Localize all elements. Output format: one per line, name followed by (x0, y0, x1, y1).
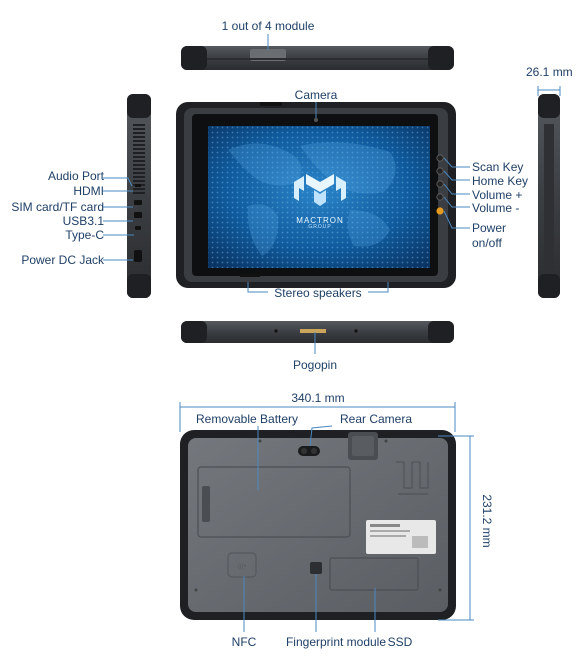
pogopin-contacts (300, 329, 326, 333)
label-removable-battery: Removable Battery (196, 412, 299, 426)
svg-text:(((•: (((• (238, 564, 246, 570)
label-scan-key: Scan Key (472, 160, 524, 174)
power-button (436, 207, 444, 215)
label-rear-camera: Rear Camera (340, 412, 413, 426)
label-sim-card: SIM card/TF card (11, 200, 104, 214)
label-audio-port: Audio Port (47, 169, 104, 183)
scan-key-button (436, 154, 444, 162)
label-camera: Camera (294, 88, 338, 102)
label-depth: 26.1 mm (526, 65, 573, 79)
logo-brand: MACTRON (296, 216, 344, 225)
label-type-c: Type-C (65, 228, 104, 242)
label-power: Power (472, 221, 507, 235)
label-top-module: 1 out of 4 module (221, 19, 315, 33)
battery-outline (197, 466, 351, 538)
logo-sub: GROUP (308, 224, 332, 230)
label-hdmi: HDMI (73, 184, 104, 198)
right-side-view (538, 94, 560, 298)
label-power-dc: Power DC Jack (21, 253, 104, 267)
top-edge-view (181, 46, 454, 70)
label-height: 231.2 mm (480, 494, 494, 548)
ssd-cover (329, 557, 419, 591)
left-side-view (127, 94, 151, 298)
label-ssd: SSD (387, 635, 413, 649)
nfc-area (227, 552, 257, 578)
home-key-button (436, 167, 444, 175)
label-home-key: Home Key (472, 174, 529, 188)
depth-dimension (537, 86, 561, 96)
vent-grille (133, 124, 145, 196)
mactron-logo (294, 174, 346, 206)
label-pogopin: Pogopin (292, 358, 338, 372)
label-fingerprint: Fingerprint module (285, 635, 387, 649)
label-volume-down: Volume - (472, 201, 520, 215)
front-leaders (247, 102, 470, 293)
label-nfc: NFC (231, 635, 257, 649)
label-volume-up: Volume + (472, 188, 523, 202)
label-power-on-off: on/off (472, 236, 502, 250)
front-view (176, 102, 456, 288)
fingerprint-sensor (310, 562, 322, 574)
bottom-edge-view (181, 321, 454, 343)
rear-view: (((• (180, 430, 456, 620)
label-stereo-speakers: Stereo speakers (274, 286, 362, 300)
label-usb: USB3.1 (62, 214, 104, 228)
volume-up-button (436, 180, 444, 188)
left-leaders (103, 177, 134, 261)
rear-leaders (179, 402, 474, 632)
volume-down-button (436, 193, 444, 201)
label-width: 340.1 mm (291, 391, 345, 405)
